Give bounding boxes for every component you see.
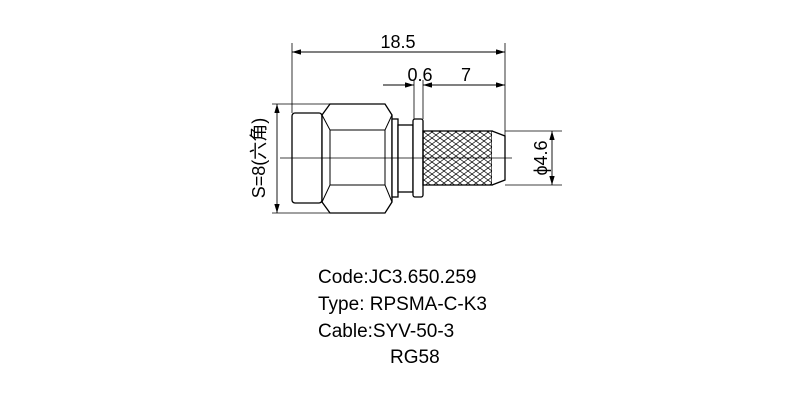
spec-type: Type: RPSMA-C-K3 <box>318 294 487 315</box>
dim-crimp-length: 7 <box>461 65 471 85</box>
dim-hex-size: S=8(六角) <box>249 118 269 199</box>
spec-cable: Cable:SYV-50-3 <box>318 321 455 342</box>
dim-overall-length: 18.5 <box>380 32 415 52</box>
spec-cable-alt: RG58 <box>390 347 440 368</box>
dim-flange-width: 0.6 <box>407 65 432 85</box>
spec-code: Code:JC3.650.259 <box>318 267 477 288</box>
groove <box>397 124 414 193</box>
hex-body <box>321 103 393 214</box>
dim-crimp-diameter: ϕ4.6 <box>531 140 551 175</box>
